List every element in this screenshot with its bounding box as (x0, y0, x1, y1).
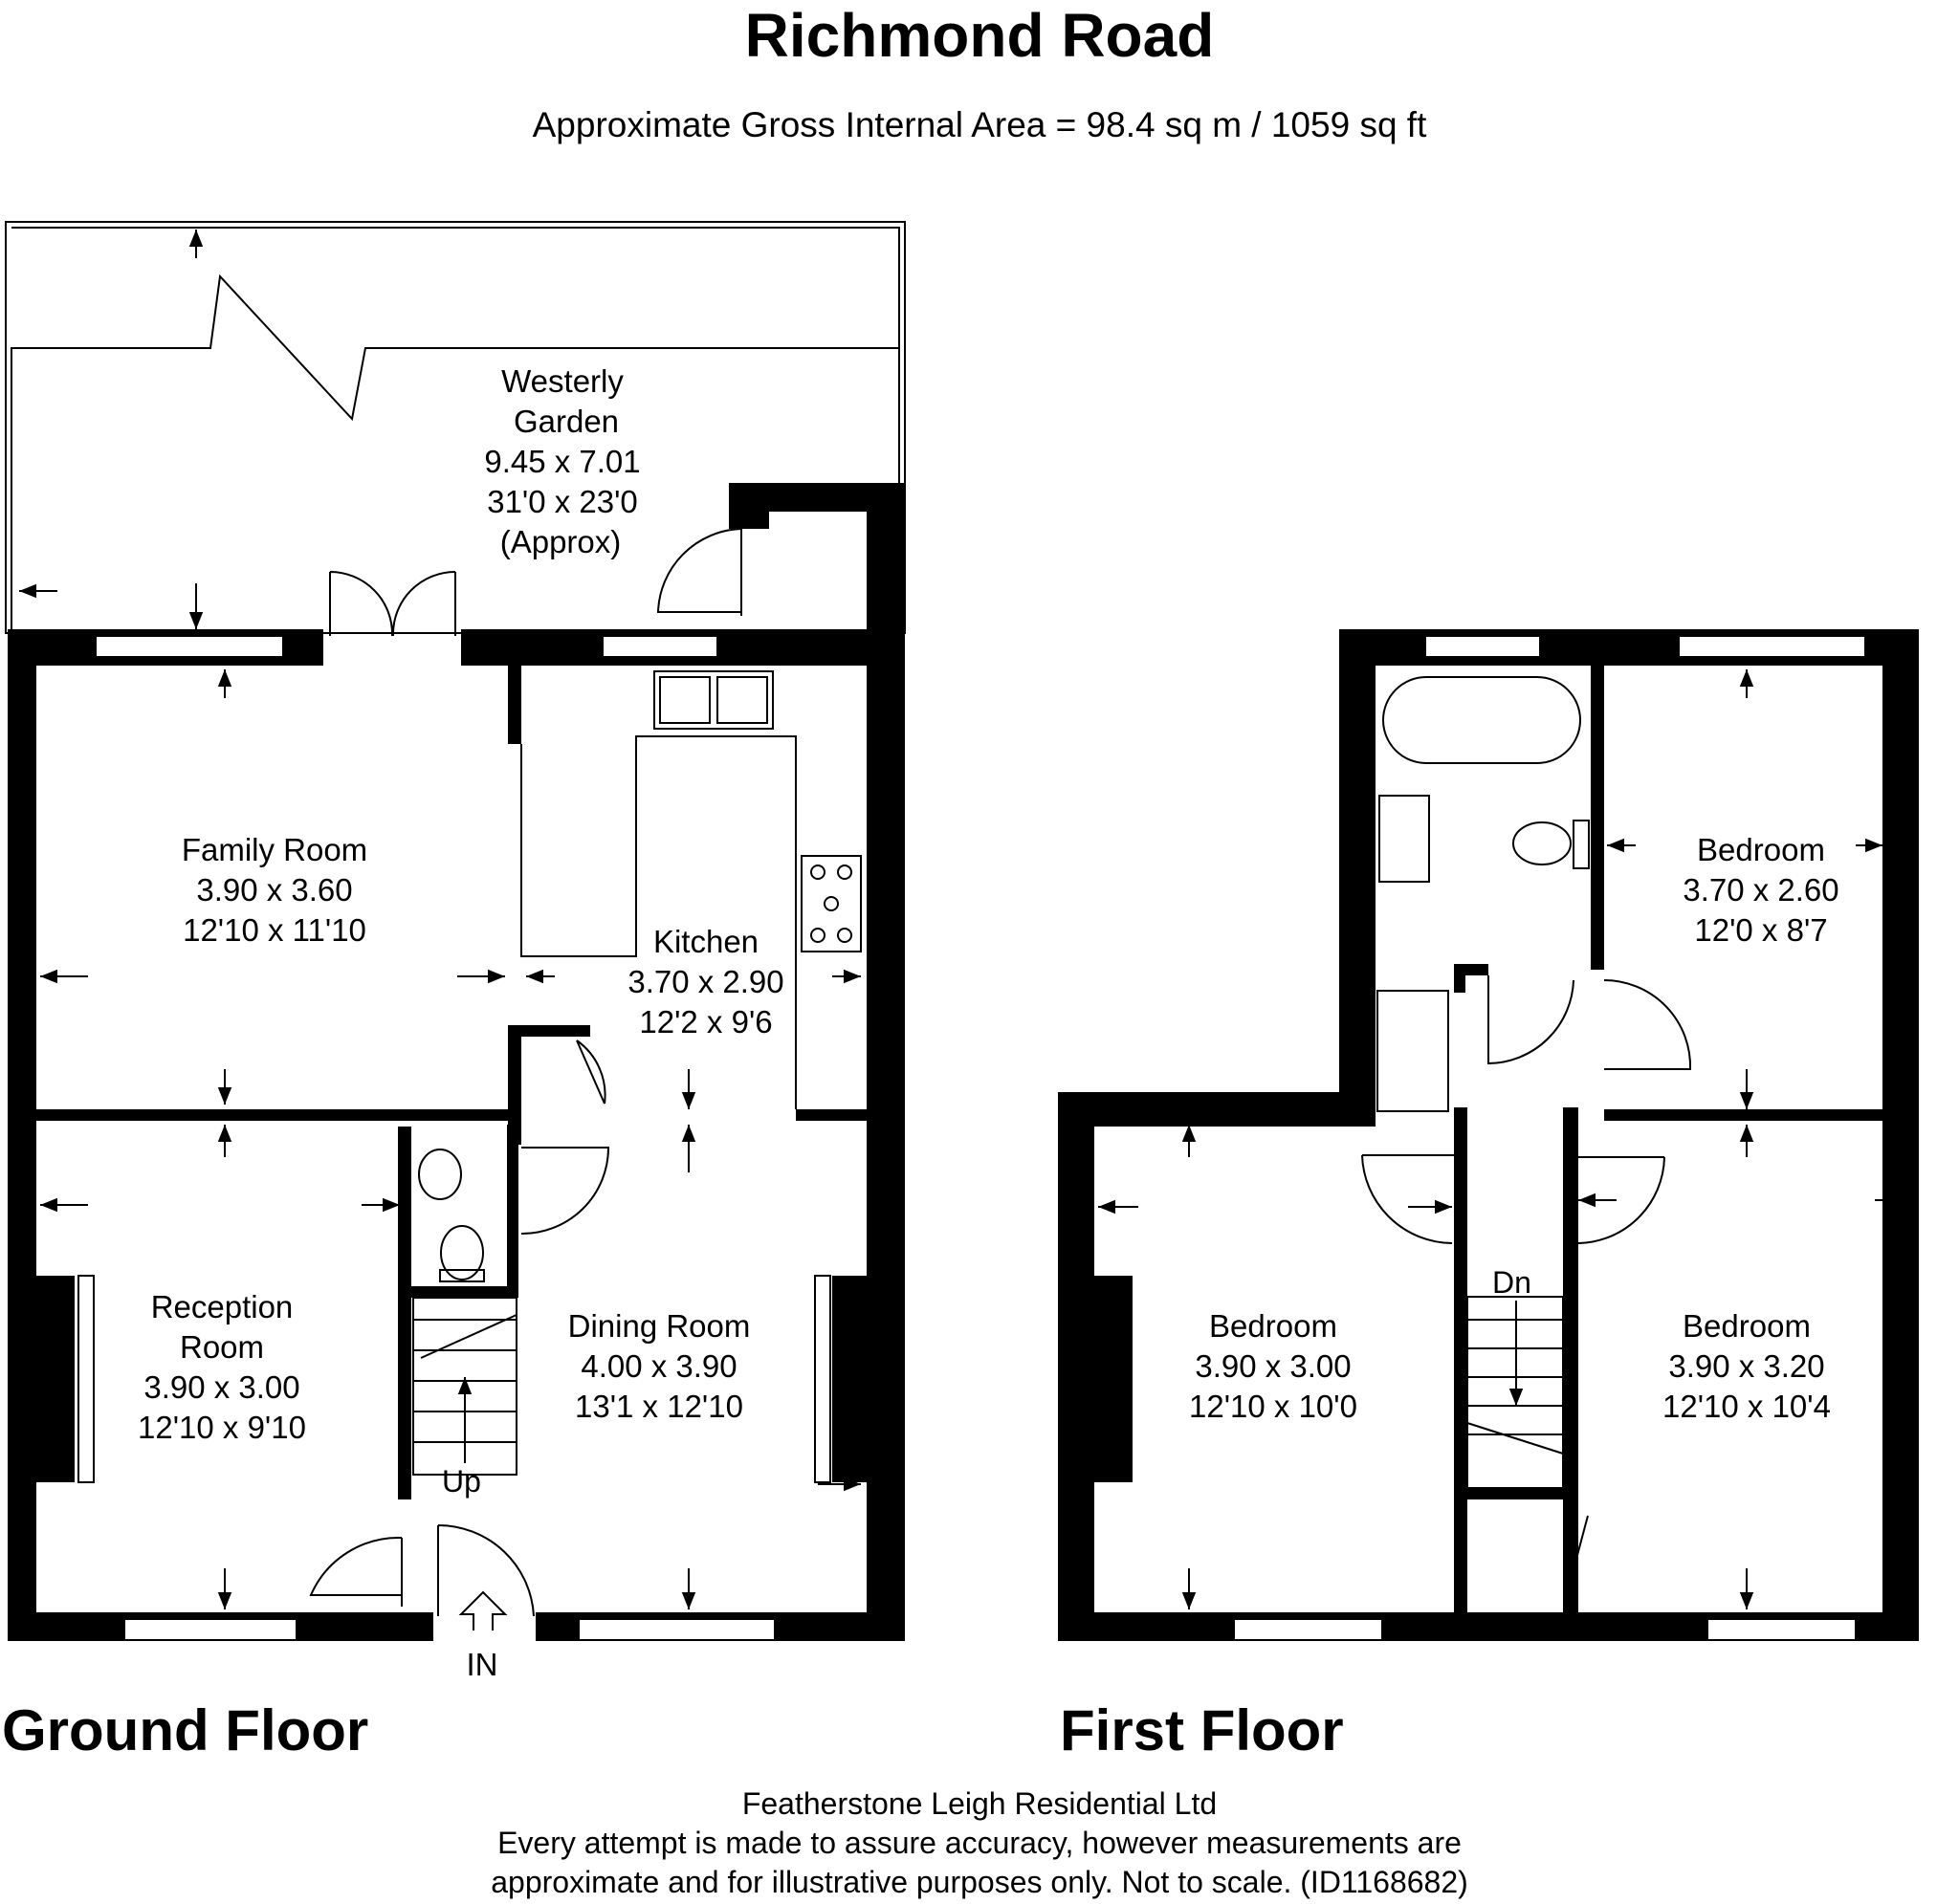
room-metric: 3.90 x 3.00 (1195, 1348, 1351, 1384)
room-metric: 3.90 x 3.20 (1668, 1348, 1824, 1384)
room-imperial: 12'10 x 11'10 (183, 912, 366, 948)
disclaimer-line-2: approximate and for illustrative purpose… (491, 1865, 1468, 1899)
ground-floor-label: Ground Floor (2, 1698, 369, 1762)
room-imperial: 12'10 x 10'0 (1189, 1389, 1357, 1424)
room-name: Bedroom (1209, 1308, 1337, 1344)
garden-label: Westerly Garden 9.45 x 7.01 31'0 x 23'0 … (484, 363, 640, 559)
bedroom-3-label: Bedroom 3.90 x 3.20 12'10 x 10'4 (1662, 1308, 1831, 1424)
first-floor-walls (1058, 629, 1919, 1641)
room-imperial: 12'2 x 9'6 (639, 1004, 772, 1040)
room-name: Bedroom (1683, 1308, 1811, 1344)
entrance-label: IN (467, 1647, 498, 1682)
room-imperial: 13'1 x 12'10 (575, 1389, 743, 1424)
room-metric: 9.45 x 7.01 (484, 444, 640, 479)
room-imperial: 12'10 x 9'10 (138, 1410, 306, 1445)
entrance-arrow-icon (458, 1590, 508, 1630)
kitchen-label: Kitchen 3.70 x 2.90 12'2 x 9'6 (627, 924, 783, 1040)
room-imperial: 12'0 x 8'7 (1694, 912, 1827, 948)
room-imperial: 12'10 x 10'4 (1662, 1389, 1831, 1424)
room-name: Bedroom (1697, 832, 1825, 867)
stairs-up-label: Up (442, 1464, 481, 1499)
family-room-label: Family Room 3.90 x 3.60 12'10 x 11'10 (182, 832, 367, 948)
room-name: Westerly (501, 363, 624, 399)
bathroom-fittings (1376, 676, 1590, 1112)
garden-boundary (5, 221, 906, 634)
room-name: Garden (514, 404, 619, 439)
ground-stairs (412, 1297, 517, 1476)
kitchen-fittings (520, 670, 862, 1109)
room-imperial: 31'0 x 23'0 (487, 484, 638, 519)
first-floor-stairs (1466, 1296, 1564, 1489)
room-metric: 3.90 x 3.00 (143, 1369, 299, 1405)
room-name: Room (180, 1329, 264, 1365)
ground-floor-windows (77, 635, 831, 1641)
plan-title: Richmond Road (744, 1, 1215, 70)
disclaimer-footer: Featherstone Leigh Residential Ltd Every… (0, 1784, 1959, 1902)
first-floor-doors (1361, 975, 1692, 1588)
dining-room-label: Dining Room 4.00 x 3.90 13'1 x 12'10 (568, 1308, 751, 1424)
ground-floor-doors (309, 528, 742, 1617)
ground-dimension-arrows (19, 230, 861, 1609)
stairs-down-label: Dn (1492, 1265, 1531, 1300)
room-name: Reception (151, 1289, 294, 1324)
bedroom-2-label: Bedroom 3.90 x 3.00 12'10 x 10'0 (1189, 1308, 1357, 1424)
ground-wc (418, 1149, 485, 1282)
room-name: Kitchen (653, 924, 759, 959)
room-metric: 3.70 x 2.60 (1683, 872, 1838, 908)
first-floor-label: First Floor (1060, 1698, 1344, 1762)
first-dimension-arrows (1098, 669, 1913, 1609)
disclaimer-line-1: Every attempt is made to assure accuracy… (497, 1826, 1462, 1860)
ground-floor-plan (5, 221, 906, 1641)
room-metric: 3.70 x 2.90 (627, 964, 783, 999)
first-floor-windows (1233, 635, 1866, 1641)
reception-room-label: Reception Room 3.90 x 3.00 12'10 x 9'10 (138, 1289, 306, 1445)
company-name: Featherstone Leigh Residential Ltd (741, 1786, 1218, 1821)
gross-internal-area: Approximate Gross Internal Area = 98.4 s… (532, 105, 1427, 144)
room-metric: 3.90 x 3.60 (196, 872, 352, 908)
room-metric: 4.00 x 3.90 (581, 1348, 737, 1384)
bedroom-1-label: Bedroom 3.70 x 2.60 12'0 x 8'7 (1683, 832, 1838, 948)
room-name: Family Room (182, 832, 367, 867)
first-floor-plan (1058, 629, 1919, 1641)
room-note: (Approx) (500, 524, 622, 559)
room-name: Dining Room (568, 1308, 751, 1344)
